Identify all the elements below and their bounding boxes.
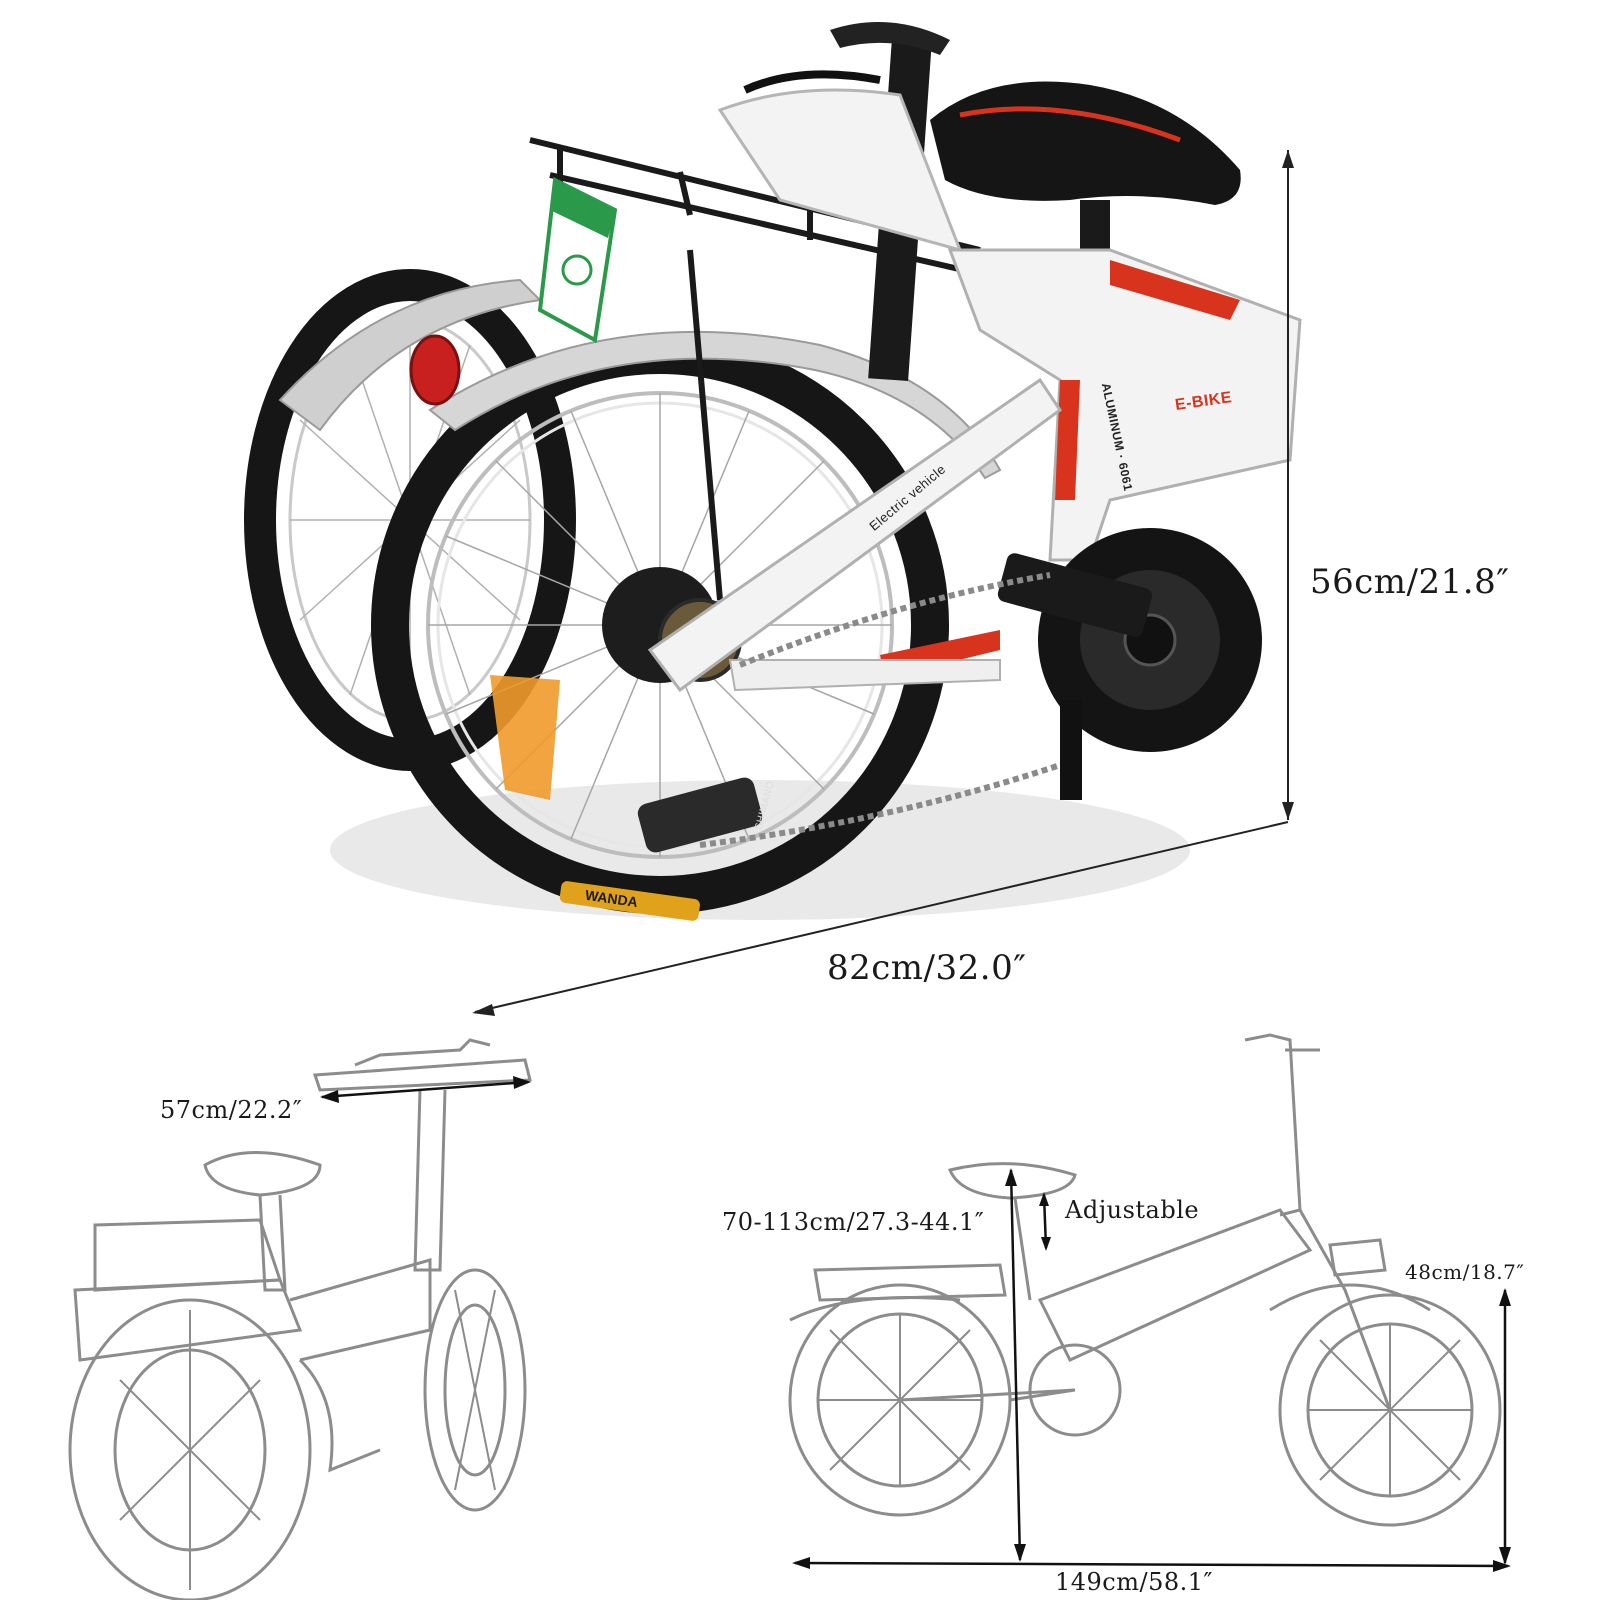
rear-light <box>409 334 461 406</box>
side-dimensions <box>792 1168 1511 1572</box>
front-mudguard <box>428 330 1002 480</box>
folded-height-label: 56cm/21.8″ <box>1310 562 1510 602</box>
side-view-sketch <box>788 1033 1502 1527</box>
rear-derailleur <box>637 777 763 853</box>
wheel-height-label: 48cm/18.7″ <box>1405 1260 1525 1284</box>
main-frame <box>647 248 1302 693</box>
seat-adjust-label: Adjustable <box>1065 1196 1200 1224</box>
chain-stay <box>728 659 1001 692</box>
tire-brand-plate <box>559 881 700 921</box>
chain-lower <box>699 757 1076 848</box>
front-view-sketch <box>68 1038 532 1600</box>
folded-length-label: 82cm/32.0″ <box>827 948 1027 988</box>
kickstand <box>1060 700 1082 800</box>
handlebar-grip <box>830 22 950 55</box>
battery-pack <box>717 88 963 253</box>
chain-upper <box>738 572 1051 668</box>
saddle <box>930 81 1241 270</box>
seat-height-label: 70-113cm/27.3-44.1″ <box>722 1208 985 1236</box>
chainring <box>997 528 1262 752</box>
length-dimension-line <box>474 821 1289 1013</box>
down-tube <box>647 377 1063 693</box>
brake-cable <box>743 70 881 94</box>
tire-brand-text: WANDA <box>584 887 639 910</box>
pedal <box>997 553 1153 637</box>
license-plate <box>537 176 618 344</box>
dimension-lines-folded <box>472 150 1294 1016</box>
seat-height-line <box>1009 1169 1022 1561</box>
total-length-line <box>794 1561 1509 1568</box>
pedal-reflector <box>490 675 560 800</box>
total-length-label: 149cm/58.1″ <box>1055 1568 1213 1596</box>
handlebar-width-label: 57cm/22.2″ <box>160 1096 303 1124</box>
handlebar-width-dimension <box>320 1076 531 1103</box>
